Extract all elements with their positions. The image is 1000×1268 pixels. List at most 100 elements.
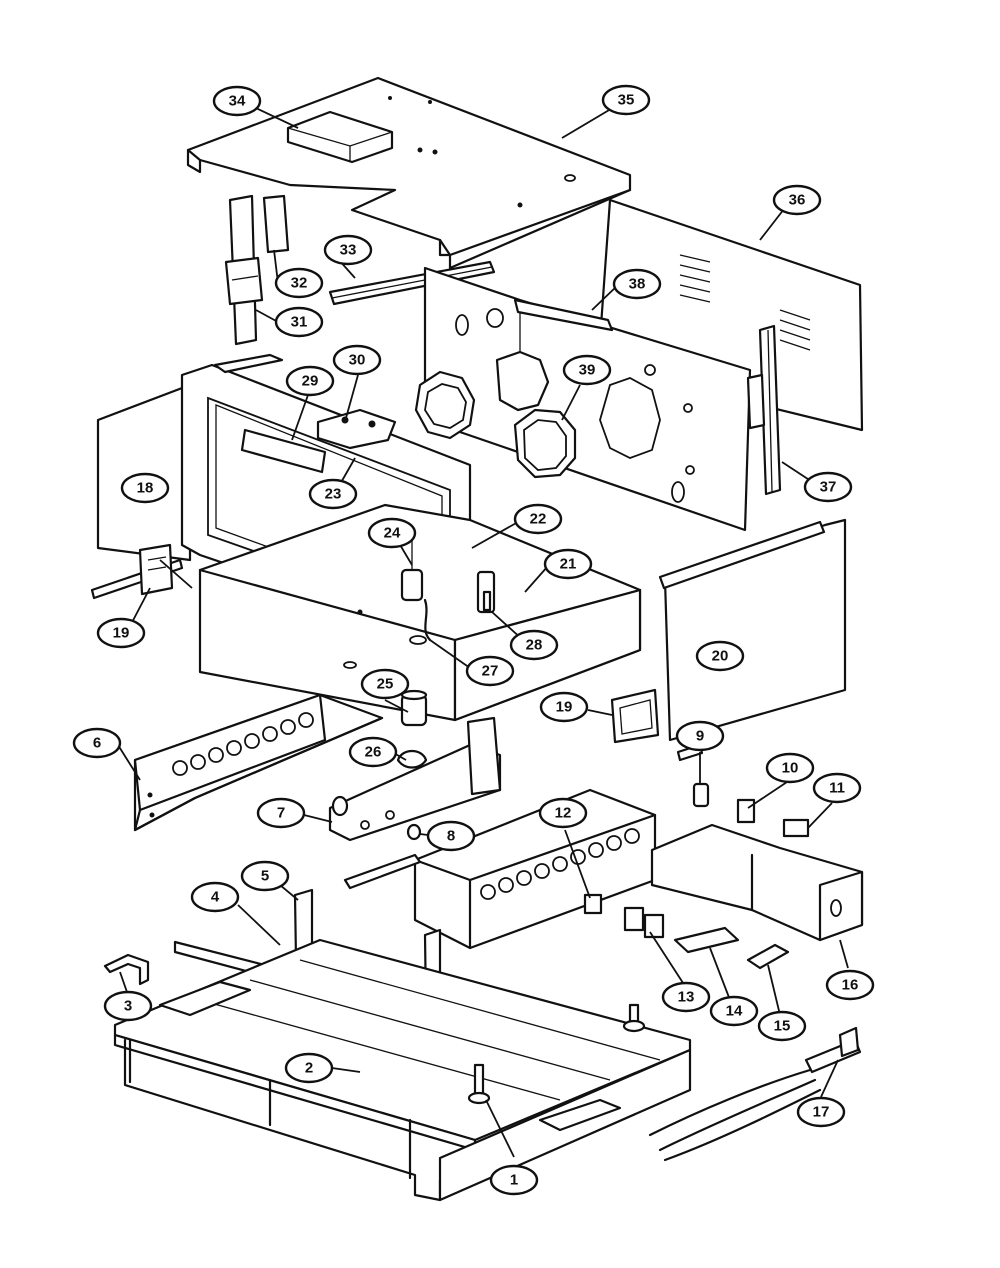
callout-label: 37 xyxy=(820,479,837,496)
callout-label: 19 xyxy=(556,699,573,716)
callout-label: 19 xyxy=(113,625,130,642)
callout-37: 37 xyxy=(803,471,853,503)
callout-label: 6 xyxy=(93,735,101,752)
callout-label: 27 xyxy=(482,663,499,680)
callout-39: 39 xyxy=(562,354,612,386)
callout-label: 32 xyxy=(291,275,308,292)
callout-36: 36 xyxy=(772,184,822,216)
callout-32: 32 xyxy=(274,267,324,299)
side-rail-part xyxy=(746,324,782,496)
callout-5: 5 xyxy=(240,860,290,892)
callout-label: 29 xyxy=(302,373,319,390)
motor-part xyxy=(396,689,428,841)
callout-29: 29 xyxy=(285,365,335,397)
callout-11: 11 xyxy=(812,772,862,804)
callout-label: 35 xyxy=(618,92,635,109)
callout-label: 8 xyxy=(447,828,455,845)
callout-label: 2 xyxy=(305,1060,313,1077)
callout-6: 6 xyxy=(72,727,122,759)
callout-24: 24 xyxy=(367,517,417,549)
thermostat-part xyxy=(400,540,496,642)
callout-12: 12 xyxy=(538,797,588,829)
callout-label: 10 xyxy=(782,760,799,777)
callout-label: 28 xyxy=(526,637,543,654)
callout-2: 2 xyxy=(284,1052,334,1084)
callout-label: 25 xyxy=(377,676,394,693)
wiring-harness-part xyxy=(648,1026,862,1162)
callout-label: 22 xyxy=(530,511,547,528)
callout-28: 28 xyxy=(509,629,559,661)
callout-15: 15 xyxy=(757,1010,807,1042)
callout-label: 4 xyxy=(211,889,220,906)
fan-panel-part xyxy=(423,266,752,532)
callout-18: 18 xyxy=(120,472,170,504)
callout-label: 20 xyxy=(712,648,729,665)
left-tray-part xyxy=(133,693,384,832)
fan-wheel-part xyxy=(414,350,577,479)
callout-1: 1 xyxy=(489,1164,539,1196)
callout-13: 13 xyxy=(661,981,711,1013)
callout-31: 31 xyxy=(274,306,324,338)
vent-duct-part xyxy=(224,194,290,346)
callout-34: 34 xyxy=(212,85,262,117)
callout-21: 21 xyxy=(543,548,593,580)
callout-label: 33 xyxy=(340,242,357,259)
callout-label: 7 xyxy=(277,805,285,822)
callout-10: 10 xyxy=(765,752,815,784)
callout-17: 17 xyxy=(796,1096,846,1128)
callout-3: 3 xyxy=(103,990,153,1022)
motor-bracket-part xyxy=(328,716,502,842)
callout-label: 14 xyxy=(726,1003,743,1020)
callout-label: 39 xyxy=(579,362,596,379)
callout-label: 31 xyxy=(291,314,308,331)
callout-label: 30 xyxy=(349,352,366,369)
top-cover-part xyxy=(186,76,632,270)
callout-35: 35 xyxy=(601,84,651,116)
callout-label: 3 xyxy=(124,998,132,1015)
callout-33: 33 xyxy=(323,234,373,266)
callout-label: 34 xyxy=(229,93,246,110)
control-box-part xyxy=(343,788,657,950)
clip-part xyxy=(103,953,150,986)
callout-27: 27 xyxy=(465,655,515,687)
left-panel-part xyxy=(90,383,192,600)
callout-label: 11 xyxy=(829,780,845,797)
callout-label: 12 xyxy=(555,805,572,822)
callout-38: 38 xyxy=(612,268,662,300)
callout-label: 5 xyxy=(261,868,269,885)
callout-label: 1 xyxy=(510,1172,518,1189)
callout-label: 18 xyxy=(137,480,154,497)
callout-14: 14 xyxy=(709,995,759,1027)
callout-30: 30 xyxy=(332,344,382,376)
callout-9: 9 xyxy=(675,720,725,752)
callout-label: 13 xyxy=(678,989,695,1006)
callout-label: 15 xyxy=(774,1018,791,1035)
shipping-pallet-part xyxy=(113,938,692,1202)
callout-label: 9 xyxy=(696,728,704,745)
callout-7: 7 xyxy=(256,797,306,829)
callout-label: 36 xyxy=(789,192,806,209)
callout-25: 25 xyxy=(360,668,410,700)
cavity-box-part xyxy=(198,503,642,722)
right-panel-part xyxy=(658,518,847,762)
callout-22: 22 xyxy=(513,503,563,535)
callout-label: 17 xyxy=(813,1104,830,1121)
small-switch-part xyxy=(692,782,810,838)
relay-part xyxy=(583,893,790,970)
leveling-bolt-part xyxy=(467,1003,646,1105)
callout-23: 23 xyxy=(308,478,358,510)
callout-16: 16 xyxy=(825,969,875,1001)
callout-label: 26 xyxy=(365,744,382,761)
callout-19-right: 19 xyxy=(539,691,589,723)
callout-label: 21 xyxy=(560,556,577,573)
callout-19-left: 19 xyxy=(96,617,146,649)
callout-label: 38 xyxy=(629,276,646,293)
callout-label: 23 xyxy=(325,486,342,503)
callout-4: 4 xyxy=(190,881,240,913)
callout-26: 26 xyxy=(348,736,398,768)
callout-label: 24 xyxy=(384,525,401,542)
callout-20: 20 xyxy=(695,640,745,672)
control-bracket-part xyxy=(610,688,660,744)
right-box-part xyxy=(650,823,864,942)
